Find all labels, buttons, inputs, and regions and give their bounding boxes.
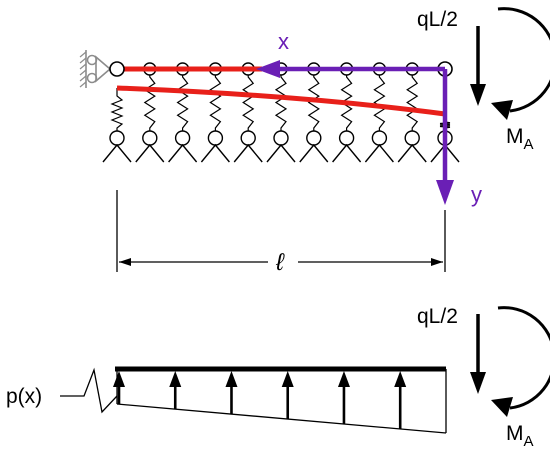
distribution-sloped-edge <box>116 403 447 434</box>
bottom-shear-load-label: qL/2 <box>417 305 458 328</box>
shear-load-arrowhead <box>470 84 486 106</box>
spring-base-hinge <box>207 130 224 146</box>
spring-ground-link <box>102 143 132 163</box>
spring <box>439 114 451 131</box>
spring-base-hinge <box>371 130 388 146</box>
distributed-load-label: p(x) <box>6 385 42 408</box>
left-hinge <box>109 61 125 77</box>
reaction-arrowhead <box>169 371 182 387</box>
spring-ground-link <box>135 143 165 163</box>
x-axis-arrowhead <box>256 60 280 78</box>
support-hatch <box>79 63 87 70</box>
span-label: ℓ <box>275 249 285 276</box>
spring-ground-link <box>266 143 296 163</box>
spring-ground-link <box>364 143 394 163</box>
spring-ground-link <box>200 143 230 163</box>
distributed-load-leader <box>60 367 118 414</box>
support-roller <box>86 72 98 84</box>
support-triangle <box>95 55 112 83</box>
support-hatch <box>79 51 87 58</box>
moment-subscript: A <box>524 136 534 153</box>
support-hatch <box>79 57 87 64</box>
span-left-arrowhead <box>119 258 131 266</box>
spring-base-hinge <box>174 130 191 146</box>
spring <box>143 72 156 131</box>
bottom-moment-label: MA <box>506 422 534 450</box>
spring-ground-link <box>299 143 329 163</box>
spring-ground-link <box>397 143 427 163</box>
reaction-arrowhead <box>281 371 294 387</box>
reaction-arrows <box>113 371 407 429</box>
bottom-shear-load-arrowhead <box>470 372 486 394</box>
spring-ground-link <box>168 143 198 163</box>
spring <box>274 72 288 131</box>
bottom-moment-arc <box>497 306 550 410</box>
support-hatch <box>79 81 87 88</box>
spring <box>209 72 222 131</box>
spring-base-hinge <box>240 130 256 146</box>
x-axis-label: x <box>278 29 289 54</box>
reaction-arrowhead <box>225 371 238 387</box>
shear-load-label: qL/2 <box>417 8 458 31</box>
support-roller <box>86 54 98 66</box>
spring-ground-link <box>332 143 362 163</box>
spring-base-hinge <box>109 130 125 146</box>
moment-label: MA <box>506 125 534 153</box>
spring <box>307 72 320 131</box>
deflected-beam <box>116 85 446 117</box>
roller-support <box>79 50 112 88</box>
spring-base-hinge <box>142 130 158 146</box>
spring-ground-link <box>233 143 263 163</box>
span-right-arrowhead <box>431 258 443 266</box>
spring-base-hinge <box>338 130 355 146</box>
moment-arc <box>497 7 550 113</box>
spring <box>242 72 255 131</box>
reaction-arrowhead <box>113 371 125 387</box>
spring <box>373 72 386 131</box>
bottom-figure: p(x) qL/2 MA <box>6 305 550 450</box>
spring <box>176 72 189 131</box>
moment-arrowhead <box>491 100 513 120</box>
reaction-arrowhead <box>337 371 350 387</box>
spring-base-hinge <box>306 130 322 146</box>
spring-base-hinge <box>273 130 289 146</box>
y-axis-label: y <box>471 182 482 207</box>
spring <box>110 88 124 131</box>
spring-foundation <box>102 62 460 163</box>
support-hatch <box>79 75 87 82</box>
bottom-moment-arrowhead <box>491 397 513 417</box>
top-figure: x y qL/2 MA ℓ <box>79 7 550 276</box>
bottom-moment-subscript: A <box>524 433 534 450</box>
y-axis-arrowhead <box>436 180 454 205</box>
reaction-arrowhead <box>394 371 407 387</box>
support-hatch <box>79 69 87 76</box>
spring-base-hinge <box>404 130 420 146</box>
spring <box>406 72 419 131</box>
